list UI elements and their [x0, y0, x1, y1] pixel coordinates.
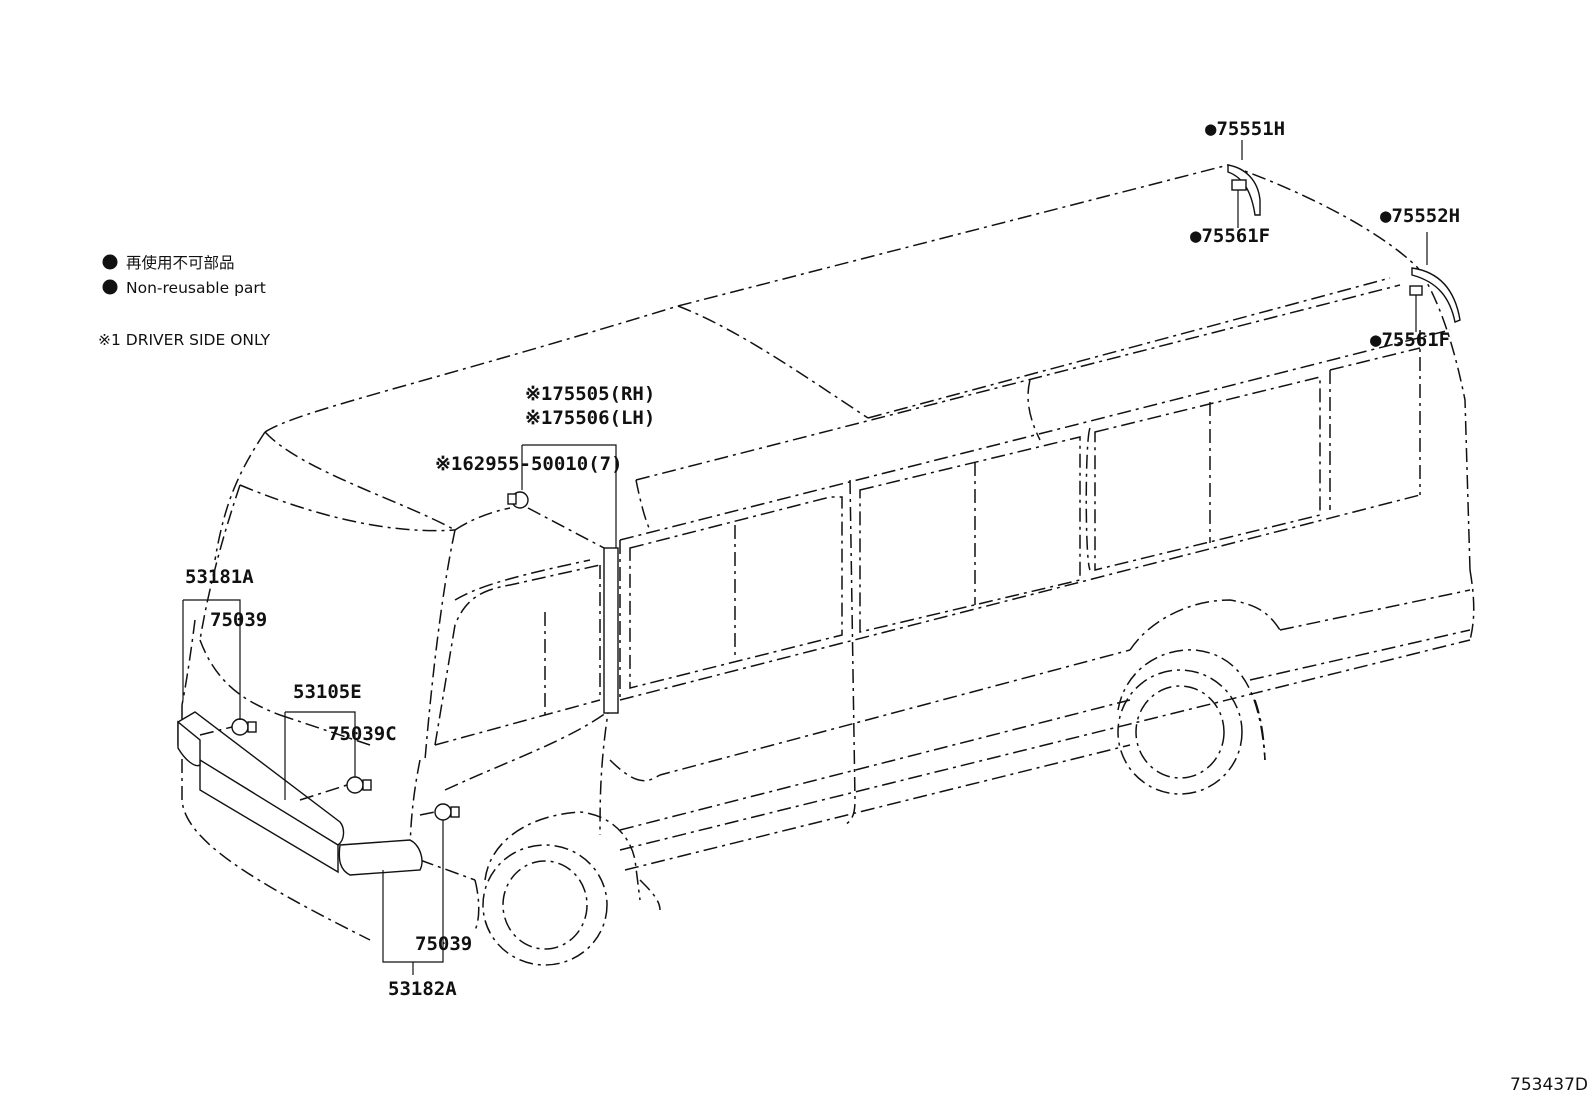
- front-grille-molding: [199, 758, 339, 874]
- parts: [177, 164, 1461, 876]
- label-75506: ※175506(LH): [525, 407, 655, 429]
- clip-62955: [507, 491, 529, 509]
- roof-molding-clip-front: [1231, 179, 1247, 191]
- legend: 再使用不可部品 Non-reusable part ※1 DRIVER SIDE…: [98, 254, 271, 349]
- label-75039-lower: 75039: [415, 933, 472, 955]
- non-reusable-bullet-icon: [102, 254, 118, 270]
- label-53105E: 53105E: [293, 681, 362, 703]
- front-bumper-rh-end: [338, 839, 423, 876]
- bus-outline: [181, 164, 1475, 966]
- label-53182A: 53182A: [388, 978, 457, 1000]
- non-reusable-bullet-icon: [102, 279, 118, 295]
- clip-75039C: [346, 776, 372, 794]
- clip-75039-upper: [231, 718, 257, 736]
- pillar-garnish: [603, 547, 619, 714]
- legend-en: Non-reusable part: [126, 279, 266, 297]
- label-75552H: ●75552H: [1380, 205, 1460, 227]
- leader-lines: [182, 140, 1428, 975]
- part-labels: ●75551H ●75561F ●75552H ●75561F ※175505(…: [185, 118, 1460, 1000]
- front-bumper-lh-end: [177, 720, 201, 767]
- label-75505: ※175505(RH): [525, 383, 655, 405]
- label-62955: ※162955-50010(7): [435, 453, 623, 475]
- clip-75039-lower: [434, 803, 460, 821]
- label-75561F-b: ●75561F: [1370, 329, 1450, 351]
- diagram-code: 753437D: [1510, 1075, 1588, 1095]
- roof-drip-molding-front: [1227, 164, 1261, 216]
- roof-drip-molding-rear: [1411, 267, 1461, 323]
- legend-note: ※1 DRIVER SIDE ONLY: [98, 331, 271, 349]
- label-75039C: 75039C: [328, 723, 397, 745]
- roof-molding-clip-rear: [1409, 285, 1423, 296]
- legend-jp: 再使用不可部品: [126, 254, 235, 272]
- label-75551H: ●75551H: [1205, 118, 1285, 140]
- label-75561F-a: ●75561F: [1190, 225, 1270, 247]
- label-75039-upper: 75039: [210, 609, 267, 631]
- label-53181A: 53181A: [185, 566, 254, 588]
